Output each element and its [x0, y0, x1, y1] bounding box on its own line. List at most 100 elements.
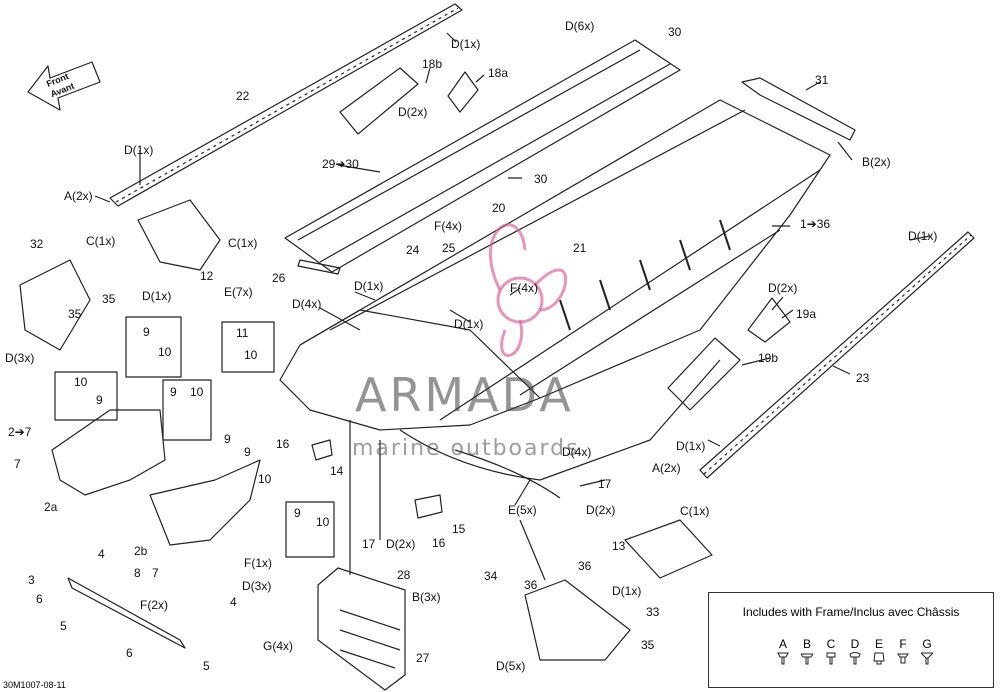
legend-item-c: C: [819, 637, 843, 668]
legend-title: Includes with Frame/Inclus avec Châssis: [742, 605, 960, 619]
bumper-31: [741, 77, 856, 141]
callout-d2x-19a: D(2x): [768, 281, 798, 295]
tunnel-panel-29: [284, 39, 681, 273]
watermark-brand: ARMADA: [355, 368, 574, 422]
callout-18a: 18a: [488, 66, 509, 80]
callout-b2x-31: B(2x): [862, 155, 891, 169]
callout-f4x-20: F(4x): [434, 219, 462, 233]
callout-d2x-15: D(2x): [386, 537, 416, 551]
callout-f4x-21: F(4x): [510, 281, 538, 295]
callout-c1x-left: C(1x): [86, 234, 116, 248]
inset-box-10-9: [54, 371, 118, 421]
callout-d3x-mid: D(3x): [242, 579, 272, 593]
callout-35a: 35: [102, 292, 116, 306]
callout-6a: 6: [36, 592, 43, 606]
callout-2a: 2a: [44, 500, 58, 514]
callout-2b: 2b: [134, 544, 148, 558]
inset-box-9-10-b: [162, 379, 212, 441]
callout-19b: 19b: [758, 351, 779, 365]
part-32: [19, 259, 91, 351]
callout-36a: 36: [524, 578, 538, 592]
callout-9f: 9: [294, 506, 301, 520]
callout-d1x-23: D(1x): [676, 439, 706, 453]
figure-code: 30M1007-08-11: [3, 680, 66, 690]
callout-10e: 10: [258, 472, 272, 486]
callout-a2x-top: A(2x): [64, 189, 93, 203]
callout-17b: 17: [362, 537, 376, 551]
callout-25: 25: [442, 241, 456, 255]
callout-9e: 9: [244, 445, 251, 459]
callout-a2x-right: A(2x): [652, 461, 681, 475]
callout-8: 8: [134, 566, 141, 580]
callout-d1x-mid: D(1x): [354, 279, 384, 293]
callout-33: 33: [646, 605, 660, 619]
callout-e7x: E(7x): [224, 285, 253, 299]
callout-24: 24: [406, 243, 420, 257]
callout-19a: 19a: [796, 307, 817, 321]
legend-item-e: E: [867, 637, 891, 668]
rivet-icon: [849, 652, 861, 665]
legend-item-g: G: [915, 637, 939, 668]
callout-10c: 10: [74, 375, 88, 389]
inset-box-9-10-c: [285, 501, 335, 558]
callout-14: 14: [330, 464, 344, 478]
callout-6b: 6: [126, 646, 133, 660]
callout-d1x-13: D(1x): [612, 584, 642, 598]
bracket-19b: [667, 337, 741, 411]
callout-11: 11: [236, 326, 249, 340]
callout-g4x: G(4x): [263, 639, 293, 653]
callout-18b: 18b: [422, 57, 443, 71]
callout-d1x-top: D(1x): [451, 37, 481, 51]
callout-29-30: 29➔30: [322, 157, 359, 171]
callout-21: 21: [573, 241, 587, 255]
callout-30b: 30: [534, 172, 548, 186]
callout-35c: 35: [641, 638, 655, 652]
callout-12: 12: [200, 269, 214, 283]
callout-d1x-c: D(1x): [454, 317, 484, 331]
callout-c1x-right: C(1x): [228, 236, 258, 250]
legend-item-f: F: [891, 637, 915, 668]
pad-14: [311, 439, 333, 461]
callout-d2x-17: D(2x): [586, 503, 616, 517]
inset-box-9-10-a: [125, 316, 182, 378]
legend-item-a: A: [771, 637, 795, 668]
callout-26: 26: [272, 271, 286, 285]
callout-32: 32: [30, 237, 44, 251]
bracket-18b: [339, 67, 419, 135]
callout-d4x-top: D(4x): [292, 297, 322, 311]
pad-15: [414, 494, 443, 519]
strip-26: [297, 259, 341, 275]
callout-10b: 10: [244, 348, 258, 362]
callout-d4x-mid: D(4x): [562, 445, 592, 459]
callout-1-36: 1➔36: [800, 217, 831, 231]
callout-27: 27: [416, 651, 430, 665]
callout-7a: 7: [14, 457, 21, 471]
callout-34: 34: [484, 569, 498, 583]
callout-30a: 30: [668, 25, 682, 39]
callout-28: 28: [397, 568, 411, 582]
bracket-33: [524, 579, 631, 661]
callout-9a: 9: [143, 325, 150, 339]
countersunk-screw-icon: [919, 652, 935, 665]
callout-2-7: 2➔7: [8, 425, 32, 439]
watermark-subtitle: marine outboards: [352, 436, 580, 461]
callout-31: 31: [815, 73, 829, 87]
watermark-emblem: [489, 223, 568, 357]
callout-d5x: D(5x): [496, 659, 526, 673]
front-arrow-icon: [27, 61, 101, 111]
callout-c1x-13: C(1x): [680, 504, 710, 518]
screw-icon: [777, 652, 789, 665]
rail-23: [699, 231, 975, 479]
callout-d3x-left: D(3x): [5, 351, 35, 365]
blind-rivet-icon: [897, 653, 909, 664]
callout-9b: 9: [96, 393, 103, 407]
part-12: [137, 199, 221, 271]
bracket-18a: [447, 71, 479, 113]
callout-b3x: B(3x): [412, 590, 441, 604]
bracket-2b: [149, 459, 261, 546]
flange-screw-icon: [800, 653, 814, 665]
callout-5b: 5: [203, 659, 210, 673]
callout-20: 20: [492, 201, 506, 215]
